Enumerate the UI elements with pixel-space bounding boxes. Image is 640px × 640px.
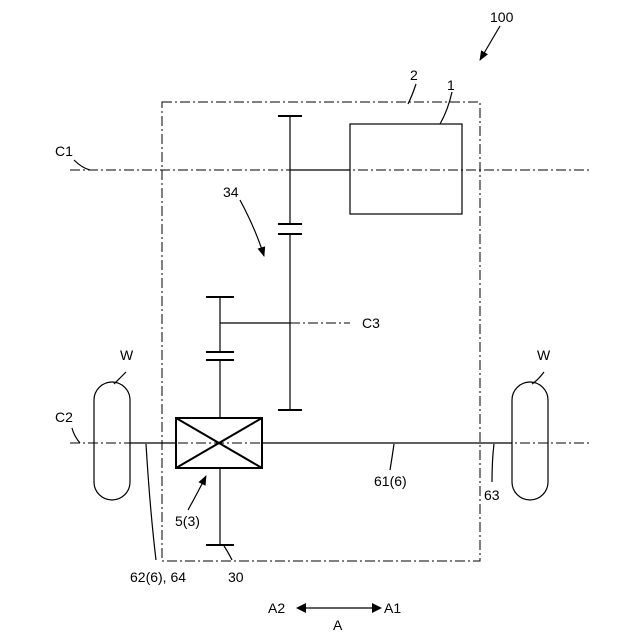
double-arrow-icon <box>296 603 382 613</box>
leader-w-right <box>532 372 544 384</box>
label-c2: C2 <box>55 409 73 425</box>
leader-diff <box>188 476 206 510</box>
case-outline <box>162 102 480 561</box>
label-63: 63 <box>484 487 500 503</box>
label-a2: A2 <box>268 600 285 616</box>
label-30: 30 <box>228 569 244 585</box>
label-diff: 5(3) <box>175 513 200 529</box>
label-c1: C1 <box>55 143 73 159</box>
leader-c1 <box>74 160 90 170</box>
leader-61 <box>390 444 394 470</box>
label-c3: C3 <box>362 315 380 331</box>
label-a: A <box>333 617 343 633</box>
leader-c2 <box>72 428 80 443</box>
motor-box <box>350 124 462 214</box>
leader-100 <box>480 26 500 60</box>
label-motor: 1 <box>447 77 455 93</box>
label-61: 61(6) <box>374 473 407 489</box>
leader-2 <box>408 84 416 104</box>
wheel-right <box>512 382 548 500</box>
label-wheel-right: W <box>537 347 551 363</box>
differential-box-icon <box>176 418 262 468</box>
leader-1 <box>440 92 452 124</box>
label-wheel-left: W <box>120 347 134 363</box>
leader-30 <box>224 546 232 560</box>
label-34: 34 <box>223 184 239 200</box>
label-62: 62(6), 64 <box>130 569 186 585</box>
label-100: 100 <box>490 9 514 25</box>
label-case: 2 <box>410 67 418 83</box>
leader-62 <box>146 444 156 560</box>
leader-w-left <box>114 372 126 384</box>
wheel-left <box>94 382 130 500</box>
label-a1: A1 <box>384 600 401 616</box>
leader-34 <box>240 200 264 256</box>
leader-63 <box>492 444 494 482</box>
